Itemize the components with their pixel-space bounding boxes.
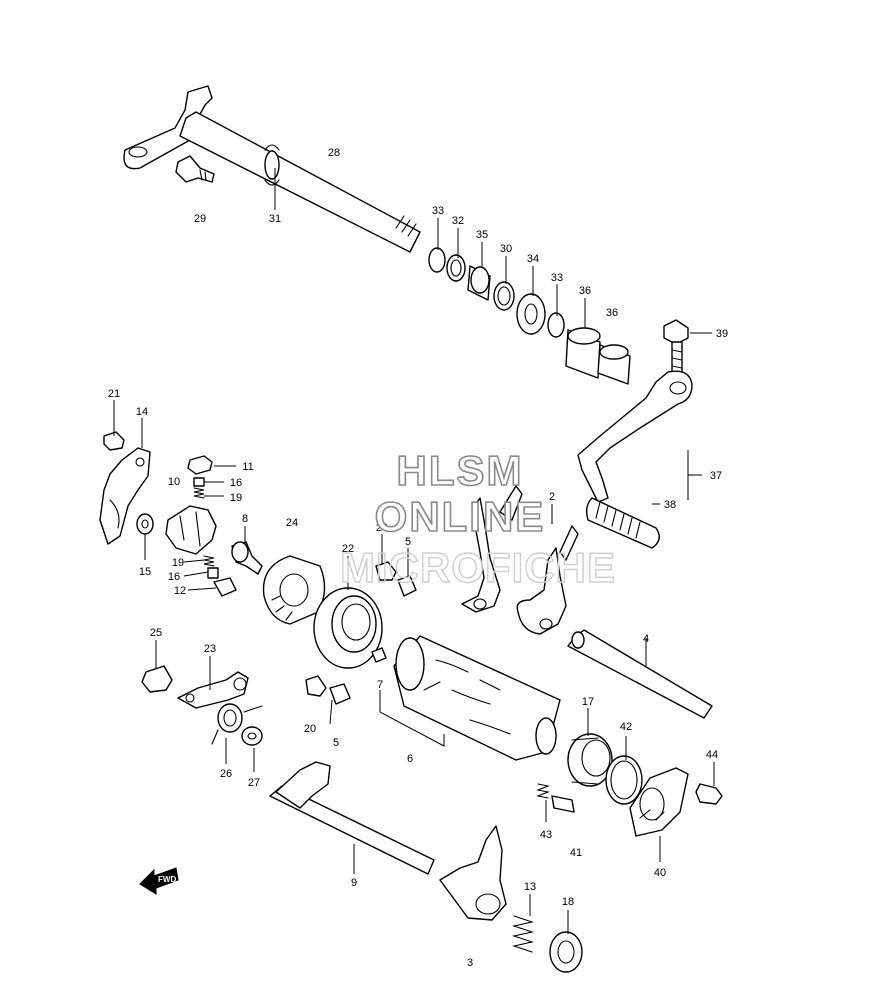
callout-23: 23 xyxy=(204,643,216,655)
callout-17: 17 xyxy=(582,696,594,708)
leader-lines xyxy=(113,168,715,934)
callout-7: 7 xyxy=(377,679,383,691)
bolt-44-part xyxy=(695,783,723,805)
gearshift-shaft-part xyxy=(123,85,421,253)
callout-40: 40 xyxy=(654,867,666,879)
fwd-label: FWD xyxy=(158,875,176,884)
needle-bearing-17-part xyxy=(567,733,613,787)
washer-15-part xyxy=(136,513,154,535)
shift-fork-right-part xyxy=(516,525,579,635)
callout-labels: 28 29 31 33 32 35 30 34 33 36 36 39 37 3… xyxy=(108,147,728,969)
callout-16-upper: 16 xyxy=(230,477,242,489)
callout-20-upper: 20 xyxy=(376,522,388,534)
callout-42: 42 xyxy=(620,721,632,733)
callout-26: 26 xyxy=(220,768,232,780)
cam-driven-gear-part xyxy=(165,505,217,555)
callout-3: 3 xyxy=(467,957,473,969)
callout-28: 28 xyxy=(328,147,340,159)
callout-2: 2 xyxy=(549,491,555,503)
spring-13-part xyxy=(511,915,535,953)
fork-shaft-9-part xyxy=(269,761,435,875)
callout-41: 41 xyxy=(570,847,582,859)
callout-10: 10 xyxy=(168,476,180,488)
callout-14: 14 xyxy=(136,406,148,418)
bushing-36-part xyxy=(565,327,631,385)
stopper-arm-23-part xyxy=(177,671,249,709)
callout-20-lower: 20 xyxy=(304,723,316,735)
callout-43: 43 xyxy=(540,829,552,841)
cam-stopper-plate-14 xyxy=(99,447,151,545)
pin-8-part xyxy=(231,541,263,575)
callout-13: 13 xyxy=(524,881,536,893)
spring-26-part xyxy=(211,703,263,745)
callout-6: 6 xyxy=(407,753,413,765)
stopper-housing-40-part xyxy=(629,767,689,837)
watermark: HLSM ONLINE MICROFICHE xyxy=(339,446,616,592)
bolt-21-part xyxy=(103,431,125,451)
bolt-25-part xyxy=(141,665,173,693)
callout-36-b: 36 xyxy=(606,307,618,319)
pin-5-lower-part xyxy=(329,683,351,705)
watermark-line3: MICROFICHE xyxy=(340,544,616,591)
callout-29: 29 xyxy=(194,213,206,225)
lower-spring-pin-part xyxy=(203,555,237,597)
callout-31: 31 xyxy=(269,213,281,225)
callout-34: 34 xyxy=(527,253,539,265)
gearshift-cam-part xyxy=(262,555,326,625)
callout-5-lower: 5 xyxy=(333,737,339,749)
callout-18: 18 xyxy=(562,896,574,908)
watermark-line1: HLSM xyxy=(397,447,524,494)
shift-fork-left-part xyxy=(461,485,523,613)
spring-19-part xyxy=(193,487,205,499)
callout-24: 24 xyxy=(286,517,298,529)
callout-27: 27 xyxy=(248,777,260,789)
bolt-39-part xyxy=(663,319,689,373)
bearing-22-part xyxy=(313,587,383,669)
callout-22: 22 xyxy=(342,543,354,555)
callout-8: 8 xyxy=(242,513,248,525)
washer-27-part xyxy=(241,726,263,746)
pawl-11-part xyxy=(187,455,213,475)
callout-19-lower: 19 xyxy=(172,557,184,569)
watermark-line2: ONLINE xyxy=(375,493,546,540)
callout-44: 44 xyxy=(706,749,718,761)
screw-20-upper-part xyxy=(375,561,397,581)
callout-39: 39 xyxy=(716,328,728,340)
screw-20-lower-part xyxy=(305,675,327,697)
callout-16-lower: 16 xyxy=(168,571,180,583)
callout-30: 30 xyxy=(500,243,512,255)
bearing-18-part xyxy=(549,931,583,973)
o-ring-42-part xyxy=(605,755,643,805)
callout-15: 15 xyxy=(139,566,151,578)
callout-25: 25 xyxy=(150,627,162,639)
callout-12: 12 xyxy=(174,585,186,597)
callout-19-upper: 19 xyxy=(230,492,242,504)
callout-11: 11 xyxy=(242,461,253,473)
callout-37: 37 xyxy=(710,470,722,482)
fork-shaft-4-part xyxy=(567,629,713,719)
callout-33-upper: 33 xyxy=(432,205,444,217)
callout-38: 38 xyxy=(664,499,676,511)
gearshift-lever-part xyxy=(577,370,693,549)
callout-36-a: 36 xyxy=(579,285,591,297)
fwd-arrow-icon: FWD xyxy=(139,867,179,895)
pin-7-part xyxy=(371,647,387,663)
gearshift-drum-part xyxy=(393,635,561,761)
shaft-washer-set xyxy=(428,247,565,338)
callout-21: 21 xyxy=(108,388,120,400)
callout-33-lower: 33 xyxy=(551,272,563,284)
shift-fork-lower-part xyxy=(439,825,507,921)
pin-5-upper-part xyxy=(397,575,417,597)
callout-9: 9 xyxy=(351,877,357,889)
pin-16-part xyxy=(193,477,205,487)
callout-4: 4 xyxy=(643,633,649,645)
plunger-43-part xyxy=(536,783,575,813)
callout-5-upper: 5 xyxy=(405,536,411,548)
callout-35: 35 xyxy=(476,229,488,241)
bolt-29-part xyxy=(175,155,215,183)
callout-32: 32 xyxy=(452,215,464,227)
